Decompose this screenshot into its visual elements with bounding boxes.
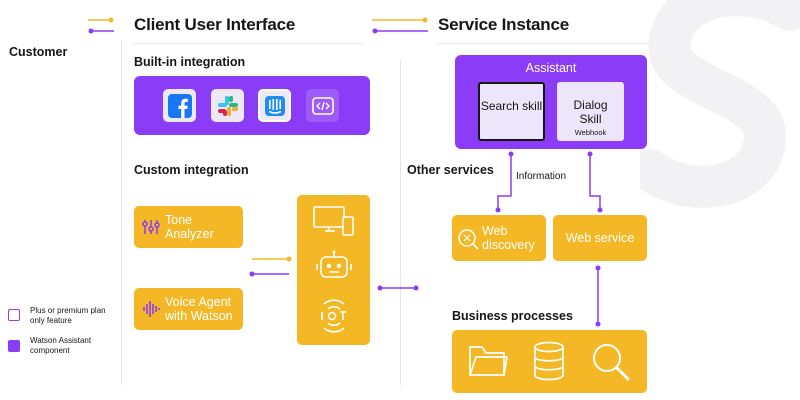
web-discovery-box: Web discovery xyxy=(452,215,546,261)
legend-lines-right xyxy=(372,17,428,34)
information-label: Information xyxy=(516,171,567,182)
channels-box xyxy=(297,195,370,345)
plus-feature-legend-swatch xyxy=(8,309,20,321)
watson-component-legend-swatch xyxy=(8,340,20,352)
assistant-panel: Assistant Search skill Dialog Skill Webh… xyxy=(455,55,647,149)
dialog-skill-label: Dialog Skill xyxy=(573,98,608,126)
search-skill-label: Search skill xyxy=(480,99,543,113)
header-divider-left xyxy=(134,43,364,44)
legend-lines-left xyxy=(88,17,114,34)
folder-icon xyxy=(469,346,508,376)
web-service-box: Web service xyxy=(553,215,647,261)
search-skill-box: Search skill xyxy=(478,82,545,141)
column-divider-2 xyxy=(400,60,401,385)
voice-wave-icon xyxy=(143,301,160,317)
business-processes-box xyxy=(452,330,647,393)
voice-agent-label: Voice Agent with Watson xyxy=(165,295,233,323)
database-icon xyxy=(534,341,564,381)
dialog-skill-box: Dialog Skill Webhook xyxy=(557,82,624,141)
watson-component-legend-label: Watson Assistant component xyxy=(30,336,92,355)
iot-icon xyxy=(321,299,346,333)
custom-integration-title: Custom integration xyxy=(134,163,249,177)
plus-feature-legend-label: Plus or premium plan only feature xyxy=(30,306,106,325)
header-divider-right xyxy=(438,43,653,44)
assistant-title: Assistant xyxy=(525,61,577,75)
slack-icon xyxy=(211,89,244,122)
other-services-title: Other services xyxy=(407,163,494,177)
bot-icon xyxy=(316,250,352,278)
discovery-icon xyxy=(458,229,479,250)
magnifier-icon xyxy=(593,344,630,381)
web-service-label: Web service xyxy=(565,231,635,245)
voice-agent-box: Voice Agent with Watson xyxy=(134,288,243,330)
desktop-mobile-icon xyxy=(313,206,354,236)
connector-channels-services xyxy=(377,285,419,291)
service-instance-header: Service Instance xyxy=(438,15,569,34)
web-chat-icon xyxy=(306,89,339,122)
webhook-label: Webhook xyxy=(574,128,607,137)
customer-label: Customer xyxy=(9,45,68,59)
business-processes-title: Business processes xyxy=(452,309,573,323)
connector-assistant-services xyxy=(495,151,603,213)
connector-service-business xyxy=(595,265,601,327)
background-logo xyxy=(640,0,800,208)
tone-analyzer-label: Tone Analyzer xyxy=(165,213,214,241)
client-ui-header: Client User Interface xyxy=(134,15,296,34)
builtin-integration-title: Built-in integration xyxy=(134,55,246,69)
sliders-icon xyxy=(142,220,160,234)
web-discovery-label: Web discovery xyxy=(482,224,535,252)
tone-analyzer-box: Tone Analyzer xyxy=(134,206,243,248)
facebook-icon xyxy=(163,89,196,122)
intercom-icon xyxy=(258,89,291,122)
column-divider-1 xyxy=(121,40,122,385)
connector-integrations-channels xyxy=(249,256,292,277)
builtin-integration-panel xyxy=(134,76,370,135)
